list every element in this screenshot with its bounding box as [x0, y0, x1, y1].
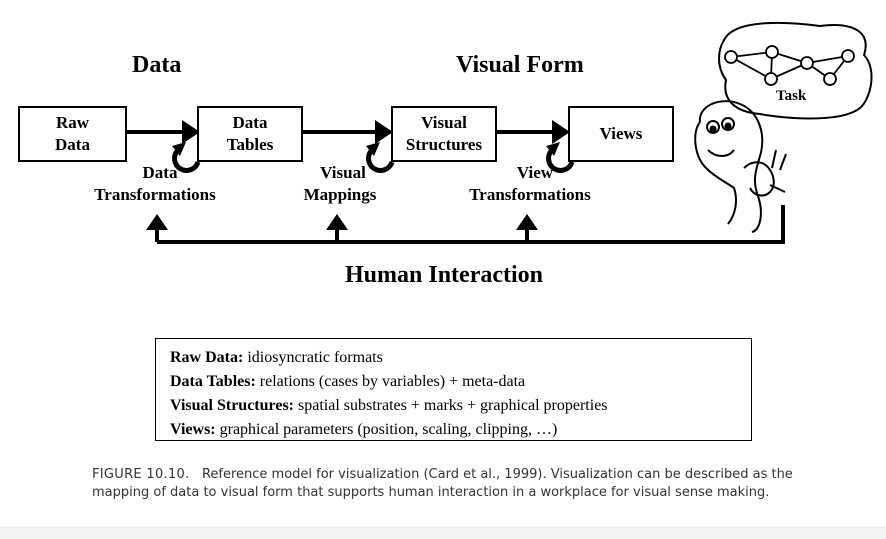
- legend-desc: relations (cases by variables) + meta-da…: [259, 373, 526, 390]
- legend-row: Data Tables: relations (cases by variabl…: [170, 370, 737, 394]
- heading-visual-form: Visual Form: [456, 52, 584, 78]
- visual-structures-line-1: Visual: [421, 113, 467, 132]
- visual-structures-box: Visual Structures: [391, 106, 497, 162]
- pipeline-arrow-tables-to-structures: [303, 120, 393, 144]
- data-transformations-label: Data Transformations: [80, 162, 230, 206]
- feedback-loop: [146, 205, 785, 244]
- data-tables-box: Data Tables: [197, 106, 303, 162]
- legend-term: Raw Data:: [170, 349, 244, 366]
- task-label: Task: [776, 88, 807, 104]
- data-transformations-line-1: Data: [142, 163, 178, 182]
- legend-box: Raw Data: idiosyncratic formats Data Tab…: [155, 338, 752, 441]
- legend-row: Visual Structures: spatial substrates + …: [170, 394, 737, 418]
- view-transform-loop-icon: [546, 142, 575, 173]
- page-bottom-strip: [0, 526, 886, 539]
- raw-data-line-1: Raw: [55, 113, 90, 132]
- raw-data-box: Raw Data: [18, 106, 127, 162]
- figure-caption: FIGURE 10.10. Reference model for visual…: [92, 466, 812, 502]
- human-interaction-label: Human Interaction: [345, 262, 543, 288]
- task-cloud-icon: [718, 21, 873, 120]
- diagram-graphics: [127, 21, 873, 244]
- data-transformations-line-2: Transformations: [94, 185, 216, 204]
- raw-data-line-2: Data: [55, 135, 90, 154]
- view-transformations-line-1: View: [516, 163, 554, 182]
- legend-term: Visual Structures:: [170, 397, 294, 414]
- legend-desc: spatial substrates + marks + graphical p…: [298, 397, 608, 414]
- legend-term: Data Tables:: [170, 373, 256, 390]
- views-line-1: Views: [599, 124, 643, 143]
- view-transformations-label: View Transformations: [455, 162, 605, 206]
- figure-label: FIGURE 10.10.: [92, 467, 190, 482]
- human-figure-icon: [694, 100, 787, 233]
- visual-mappings-line-2: Mappings: [303, 185, 377, 204]
- legend-term: Views:: [170, 421, 216, 438]
- pipeline-arrow-structures-to-views: [497, 120, 570, 144]
- legend-row: Raw Data: idiosyncratic formats: [170, 346, 737, 370]
- data-transform-loop-icon: [172, 142, 201, 173]
- view-transformations-line-2: Transformations: [469, 185, 591, 204]
- legend-desc: graphical parameters (position, scaling,…: [219, 421, 558, 438]
- visual-structures-line-2: Structures: [405, 135, 483, 154]
- legend-desc: idiosyncratic formats: [247, 349, 383, 366]
- data-tables-line-1: Data: [232, 113, 268, 132]
- visual-mappings-label: Visual Mappings: [290, 162, 390, 206]
- visual-mappings-line-1: Visual: [320, 163, 366, 182]
- visual-mapping-loop-icon: [366, 142, 395, 173]
- data-tables-line-2: Tables: [226, 135, 274, 154]
- figure-caption-text: Reference model for visualization (Card …: [92, 467, 793, 500]
- pipeline-arrow-raw-to-tables: [127, 120, 200, 144]
- views-box: Views: [568, 106, 674, 162]
- heading-data: Data: [132, 52, 182, 78]
- legend-row: Views: graphical parameters (position, s…: [170, 418, 737, 442]
